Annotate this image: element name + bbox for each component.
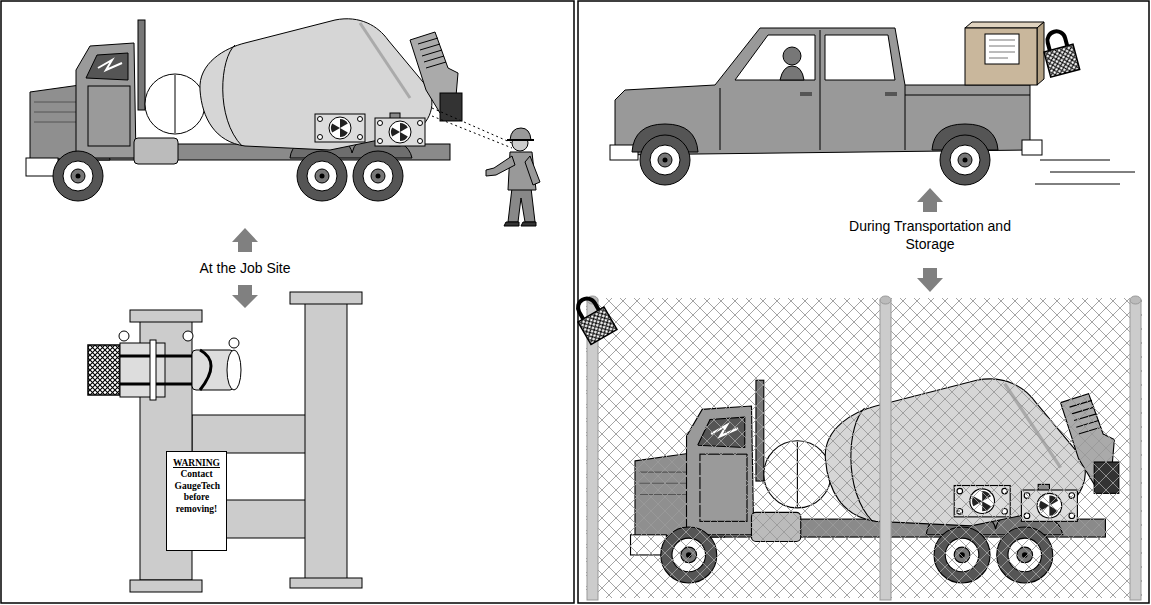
pipe-gauge (88, 345, 120, 395)
worker (525, 156, 540, 185)
worker (486, 156, 515, 176)
fence-post (587, 296, 1141, 600)
label-body: Contact GaugeTech before removing! (175, 469, 219, 515)
pipe-gauge (120, 343, 165, 397)
panel-frame (578, 1, 1149, 603)
worker (504, 222, 536, 226)
block-arrow (232, 285, 258, 308)
padlock (570, 292, 617, 344)
pipe-gauge (229, 338, 239, 348)
pickup-truck (940, 135, 990, 185)
shipping-box (989, 40, 1015, 58)
warning-label: WARNINGContact GaugeTech before removing… (166, 451, 227, 551)
shipping-box (965, 28, 1037, 85)
pipe-gauge (183, 331, 193, 341)
fence-post (1130, 296, 1141, 304)
mixer-truck (26, 19, 462, 201)
padlock (570, 292, 617, 344)
pickup-truck (825, 35, 895, 80)
label-heading: WARNING (169, 457, 224, 469)
panel-frame (1, 1, 574, 603)
pickup-truck (885, 92, 897, 96)
pickup-truck (1022, 140, 1042, 155)
pipe-gauge (150, 340, 156, 400)
pickup-truck (780, 66, 804, 80)
pickup-truck (640, 135, 690, 185)
worker (510, 128, 531, 140)
fence-post (587, 300, 598, 600)
pipe-assembly (290, 292, 362, 304)
chain-link-fence (586, 298, 1142, 598)
padlock (1040, 28, 1080, 77)
pickup-truck (800, 92, 812, 96)
pickup-truck (783, 47, 801, 65)
pipe-assembly (192, 415, 307, 453)
pickup-truck (735, 35, 815, 80)
worker (508, 188, 535, 222)
pipe-assembly (130, 292, 362, 592)
shipping-box (985, 34, 1019, 64)
block-arrow (917, 188, 943, 212)
fence-post (1130, 300, 1141, 600)
panel-caption: During Transportation and Storage (845, 217, 1015, 253)
pickup-truck (610, 28, 1042, 185)
pipe-assembly (130, 580, 202, 592)
shipping-box (965, 22, 1044, 28)
pipe-gauge (227, 350, 241, 390)
worker (507, 139, 534, 141)
mixer-truck (26, 19, 462, 201)
pipe-gauge (88, 331, 241, 400)
block-arrow (232, 228, 258, 252)
pickup-truck (905, 95, 1030, 96)
padlock (1040, 28, 1080, 77)
fence-post (880, 296, 891, 304)
pipe-assembly (290, 578, 362, 588)
speed-lines (1035, 160, 1135, 184)
sight-line (432, 108, 512, 148)
worker (486, 128, 540, 226)
shipping-box (965, 22, 1044, 85)
pipe-gauge (200, 350, 211, 390)
pipe-gauge (119, 331, 129, 341)
fence-post (880, 300, 891, 600)
block-arrow (917, 268, 943, 292)
pipe-assembly (305, 300, 347, 580)
panel-caption: At the Job Site (145, 259, 345, 277)
shipping-box (1037, 22, 1044, 85)
pipe-assembly (130, 310, 202, 322)
pickup-truck (720, 30, 905, 150)
